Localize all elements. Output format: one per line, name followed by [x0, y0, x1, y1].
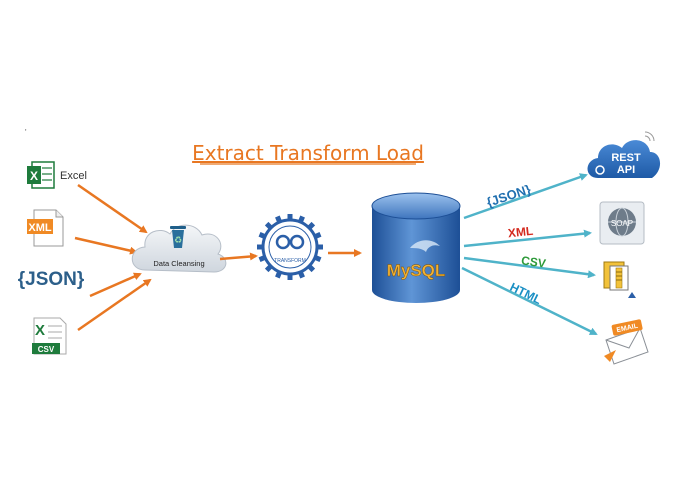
tick-mark: ' [25, 128, 27, 137]
gear-tooth [287, 273, 293, 280]
excel-source: X Excel [27, 161, 87, 189]
arrow-db-to-soap [463, 229, 592, 248]
db-cylinder-top [371, 192, 461, 220]
mysql-database: MySQL [371, 192, 461, 303]
csv-file-icon: X CSV [32, 317, 67, 355]
recycle-bin-icon: ♻ [170, 226, 186, 248]
arrow-db-to-archive [463, 256, 596, 279]
soap-target: SOAP [599, 201, 645, 245]
csv-badge: X [35, 322, 45, 339]
data-cleansing-label: Data Cleansing [153, 259, 204, 268]
output-csv-label: CSV [520, 253, 546, 270]
xml-source: XML [27, 209, 64, 247]
json-label: {JSON} [18, 269, 85, 290]
data-cleansing-node: ♻ Data Cleansing [131, 224, 227, 273]
gear-icon [257, 214, 323, 280]
rest-cloud-icon [587, 140, 661, 178]
output-json-label: {JSON} [485, 182, 533, 210]
gears-icon [595, 165, 605, 175]
email-label: EMAIL [616, 323, 639, 335]
rest-api-target: REST API [587, 131, 661, 178]
svg-text:♻: ♻ [174, 235, 182, 245]
dolphin-icon [410, 240, 440, 252]
rest-line2: API [617, 164, 635, 176]
excel-badge: X [30, 169, 38, 183]
email-envelope-icon: EMAIL [604, 319, 649, 365]
archive-target [603, 261, 636, 298]
xml-label: XML [28, 222, 52, 234]
archive-icon [603, 261, 636, 298]
json-source: {JSON} [18, 269, 85, 290]
email-target: EMAIL [604, 319, 649, 365]
arrow-xml-to-cleansing [74, 236, 138, 255]
arrow-excel-to-cleansing [77, 183, 148, 234]
wifi-icon [644, 131, 655, 142]
db-cylinder-body [372, 206, 460, 303]
mysql-label: MySQL [387, 261, 446, 280]
output-html-label: HTML [508, 280, 544, 307]
csv-label: CSV [38, 345, 55, 354]
arrow-csv-to-cleansing [77, 278, 152, 332]
excel-label: Excel [60, 170, 87, 182]
arrow-cleansing-to-transform [219, 252, 258, 261]
page-title: Extract Transform Load [192, 141, 424, 165]
arrow-json-to-cleansing [89, 272, 142, 298]
arrow-db-to-rest [463, 173, 588, 220]
csv-source: X CSV [32, 317, 67, 355]
gear-tooth [287, 214, 293, 221]
soap-label: SOAP [611, 219, 633, 228]
excel-icon: X [27, 161, 55, 189]
transform-label: TRANSFORM [274, 258, 306, 264]
output-xml-label: XML [507, 224, 534, 241]
cloud-shape [131, 224, 227, 273]
rest-line1: REST [611, 152, 641, 164]
transform-node: TRANSFORM [257, 214, 323, 280]
arrow-db-to-email [461, 266, 598, 336]
transform-loop-icon [275, 234, 305, 250]
xml-file-icon: XML [27, 209, 64, 247]
